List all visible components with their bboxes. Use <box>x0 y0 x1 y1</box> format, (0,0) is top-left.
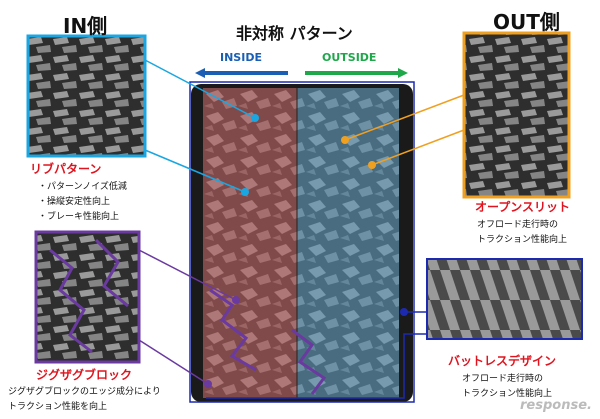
inside-label: INSIDE <box>220 51 262 64</box>
rib-pattern-title: リブパターン <box>30 162 102 176</box>
outside-label: OUTSIDE <box>322 51 377 64</box>
zigzag-block-desc: ジグザグブロックのエッジ成分により トラクション性能を向上 <box>8 387 161 412</box>
tire-image <box>191 84 413 402</box>
inside-arrow <box>195 68 288 78</box>
outside-arrow <box>305 68 408 78</box>
out-side-heading: OUT側 <box>493 10 560 34</box>
rib-point: ・パターンノイズ低減 <box>38 182 127 192</box>
buttress-design-desc: オフロード走行時の トラクション性能向上 <box>462 374 553 399</box>
asymmetric-pattern-title: 非対称 パターン <box>236 24 353 43</box>
rib-point: ・ブレーキ性能向上 <box>38 212 120 222</box>
buttress-design-title: バットレスデザイン <box>448 354 557 368</box>
rib-point: ・操縦安定性向上 <box>38 197 111 207</box>
open-slit-desc: オフロード走行時の トラクション性能向上 <box>477 220 568 245</box>
rib-pattern-points: ・パターンノイズ低減 ・操縦安定性向上 ・ブレーキ性能向上 <box>38 180 127 225</box>
out-side-panel <box>462 31 571 199</box>
open-slit-title: オープンスリット <box>475 200 571 214</box>
zigzag-block-panel <box>34 230 141 364</box>
response-watermark: response. <box>520 398 592 413</box>
zigzag-block-title: ジグザグブロック <box>36 368 133 382</box>
buttress-design-panel <box>426 258 583 340</box>
in-side-panel <box>26 34 147 158</box>
in-side-heading: IN側 <box>63 14 108 38</box>
leader-lines <box>138 59 465 399</box>
